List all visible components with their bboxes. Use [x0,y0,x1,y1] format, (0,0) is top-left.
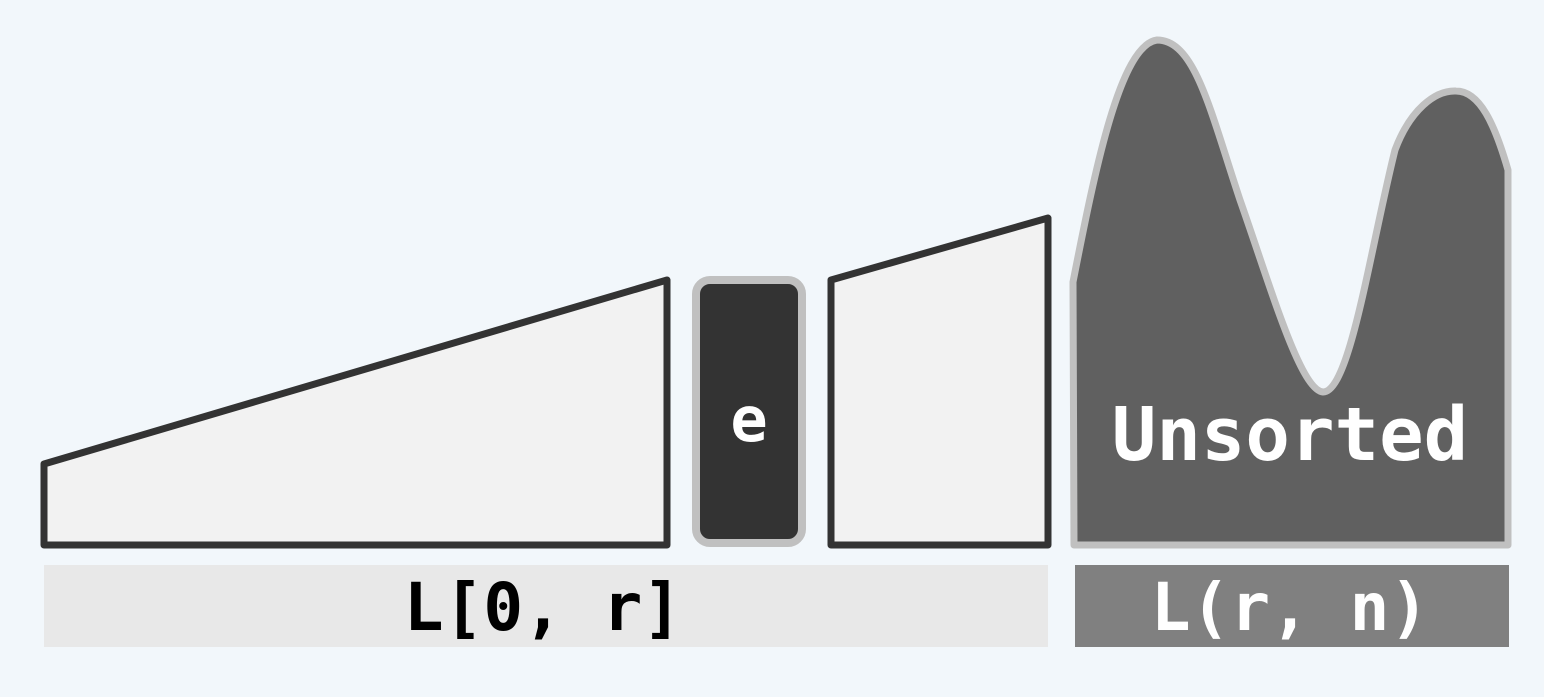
unsorted-label: Unsorted [1112,392,1468,478]
unsorted-range-label-bg [1075,565,1509,647]
element-label: e [730,383,767,456]
sorted-left-wedge [40,276,671,549]
sorted-range-label-bg [44,565,1048,647]
unsorted-region [1069,36,1512,549]
sorted-right-wedge [827,214,1052,549]
sorted-range-label: L[0, r] [404,569,682,646]
unsorted-range-label: L(r, n) [1151,569,1429,646]
element-block [692,276,806,547]
